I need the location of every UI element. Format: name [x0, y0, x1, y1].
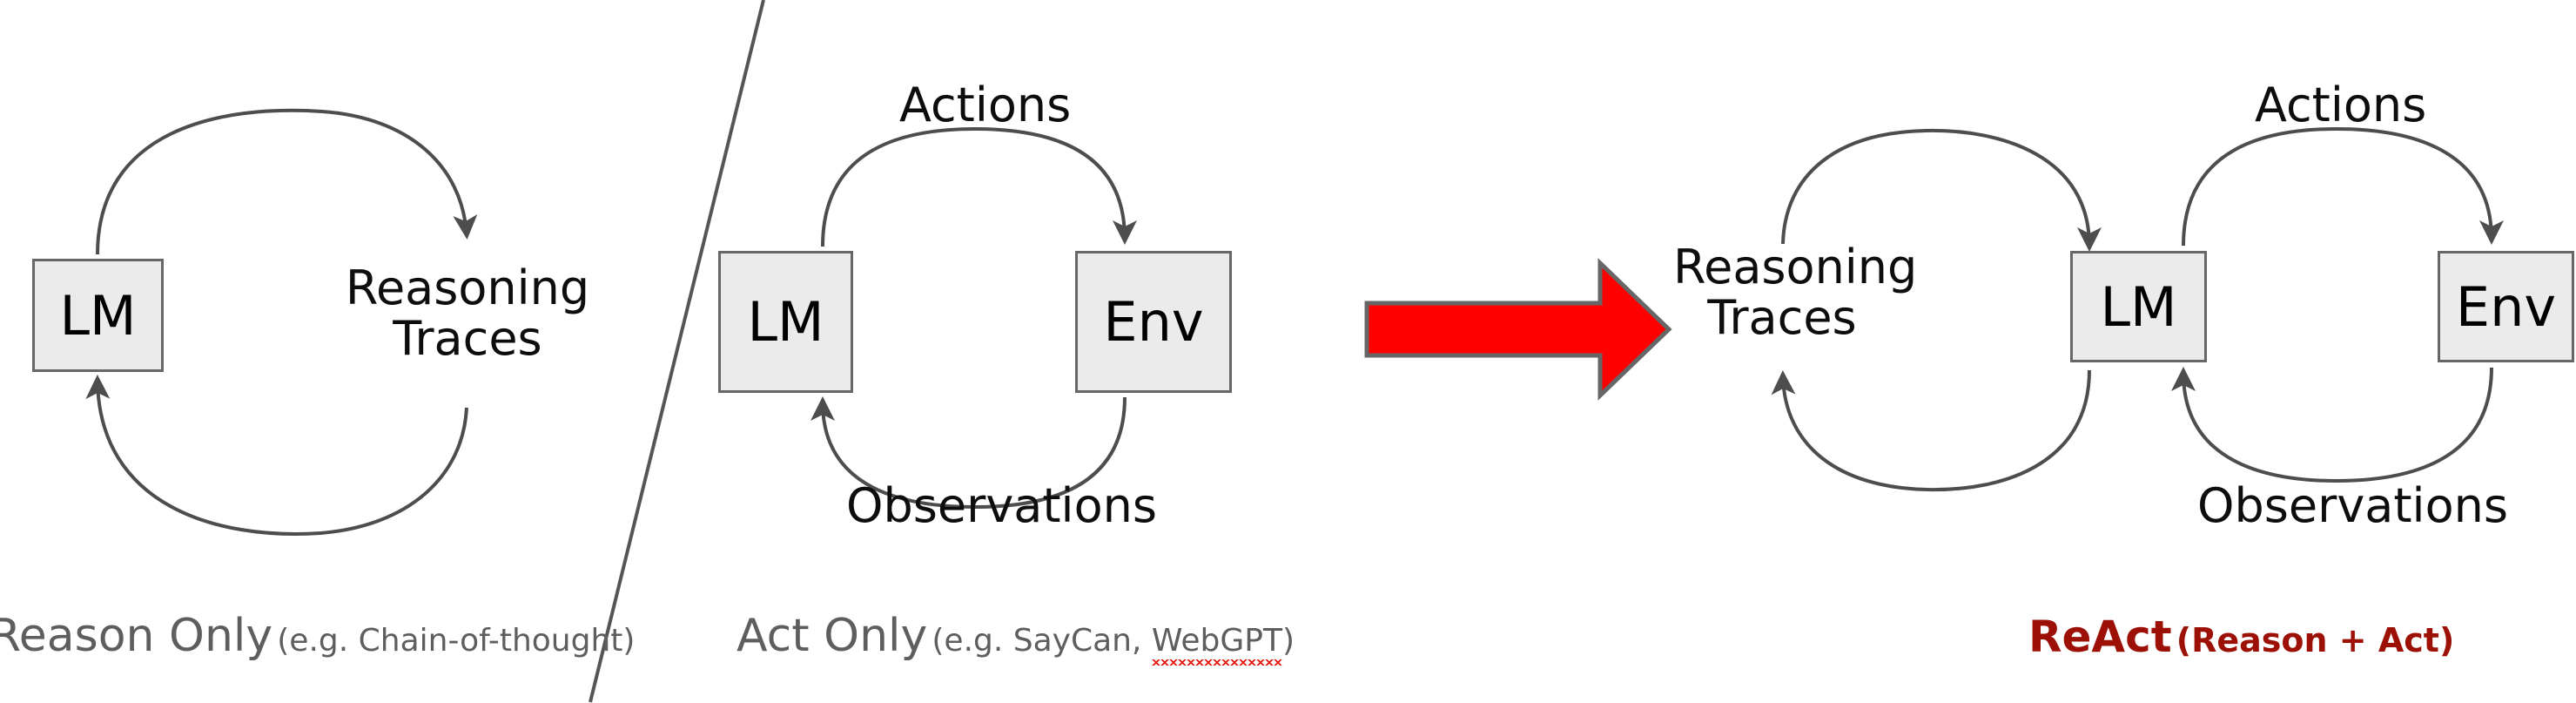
react-caption-sub: (Reason + Act)	[2176, 621, 2455, 659]
react-observations-text: Observations	[2197, 478, 2508, 533]
act-only-observations-arc	[810, 396, 1127, 510]
react-reasoning-line2: Traces	[1707, 290, 1857, 346]
act-only-actions-text: Actions	[899, 78, 1072, 132]
act-only-caption-sub-after: )	[1281, 623, 1295, 659]
reason-only-top-arc	[96, 108, 478, 255]
act-only-actions-arc	[821, 126, 1137, 247]
react-reasoning-top-arc	[1781, 128, 2102, 252]
act-only-lm-box[interactable]: LM	[718, 251, 853, 393]
act-only-lm-label: LM	[747, 290, 824, 354]
reason-only-lm-box[interactable]: LM	[32, 259, 164, 372]
red-transition-arrow	[1364, 258, 1672, 401]
react-actions-arc	[2182, 126, 2504, 247]
reason-only-caption-main: Reason Only	[0, 610, 273, 662]
reason-only-lm-label: LM	[59, 283, 137, 348]
act-only-observations-text: Observations	[846, 478, 1157, 533]
reason-only-caption-sub: (e.g. Chain-of-thought)	[277, 623, 636, 659]
act-only-env-label: Env	[1103, 290, 1204, 354]
reason-only-reasoning-line1: Reasoning	[345, 260, 590, 315]
react-reasoning-bottom-arc	[1771, 369, 2091, 492]
react-observations-label: Observations	[2197, 478, 2508, 533]
react-caption: ReAct (Reason + Act)	[2028, 612, 2454, 662]
react-reasoning-traces-label: Reasoning Traces	[1673, 240, 1918, 346]
act-only-caption-main: Act Only	[736, 610, 928, 662]
act-only-caption-misspelled-word: WebGPT	[1151, 623, 1283, 666]
act-only-caption: Act Only (e.g. SayCan, WebGPT)	[736, 610, 1295, 666]
reason-only-reasoning-traces-label: Reasoning Traces	[341, 260, 594, 367]
act-only-actions-label: Actions	[899, 78, 1072, 132]
react-actions-text: Actions	[2255, 78, 2427, 132]
react-lm-box[interactable]: LM	[2070, 251, 2207, 362]
react-env-box[interactable]: Env	[2438, 251, 2574, 362]
reason-only-caption: Reason Only (e.g. Chain-of-thought)	[0, 610, 635, 662]
react-caption-main: ReAct	[2028, 612, 2172, 662]
act-only-caption-sub-before: (e.g. SayCan,	[932, 623, 1152, 659]
react-reasoning-line1: Reasoning	[1673, 240, 1918, 294]
react-observations-arc	[2171, 367, 2493, 483]
act-only-observations-label: Observations	[846, 478, 1157, 533]
react-actions-label: Actions	[2255, 78, 2427, 132]
react-env-label: Env	[2455, 274, 2557, 339]
diagonal-divider	[589, 0, 765, 703]
reason-only-bottom-arc	[85, 375, 468, 536]
act-only-env-box[interactable]: Env	[1075, 251, 1232, 393]
reason-only-reasoning-line2: Traces	[393, 311, 542, 367]
react-lm-label: LM	[2100, 274, 2177, 339]
